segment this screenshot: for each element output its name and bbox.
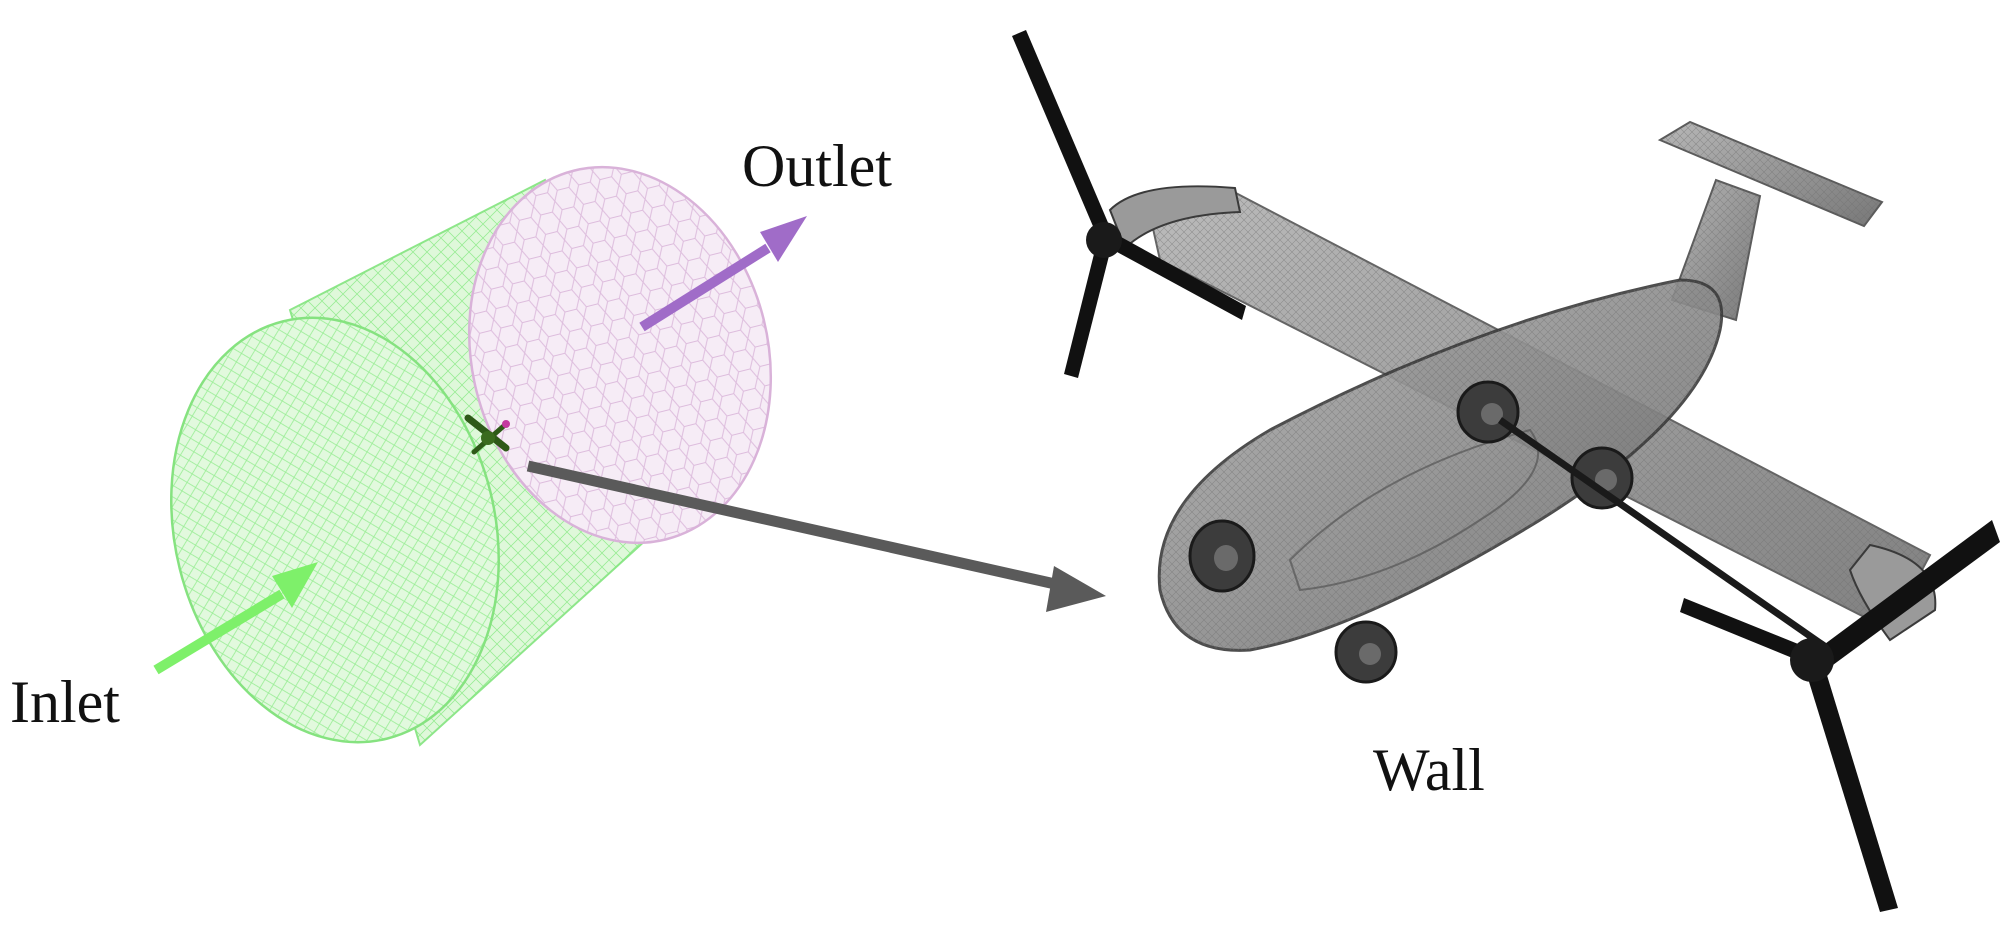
right-side-wheel (1570, 446, 1634, 510)
aircraft-surface-mesh (1012, 30, 2000, 912)
zoom-pointer-arrow (526, 460, 1106, 612)
inlet-label: Inlet (10, 669, 120, 735)
wall-label: Wall (1373, 737, 1485, 803)
rotor-shaft (1497, 417, 1833, 653)
outlet-arrow (639, 216, 807, 332)
computational-domain (170, 165, 773, 747)
inlet-arrow (153, 562, 318, 675)
left-side-wheel (1456, 380, 1520, 444)
left-propeller (1012, 30, 1246, 378)
mini-aircraft-icon (464, 414, 510, 455)
outlet-label: Outlet (742, 133, 892, 199)
left-nacelle (1108, 185, 1242, 250)
front-wheel (1188, 519, 1256, 593)
right-propeller (1680, 520, 2000, 912)
right-nacelle (1848, 543, 1937, 642)
rear-wheel (1334, 620, 1398, 684)
